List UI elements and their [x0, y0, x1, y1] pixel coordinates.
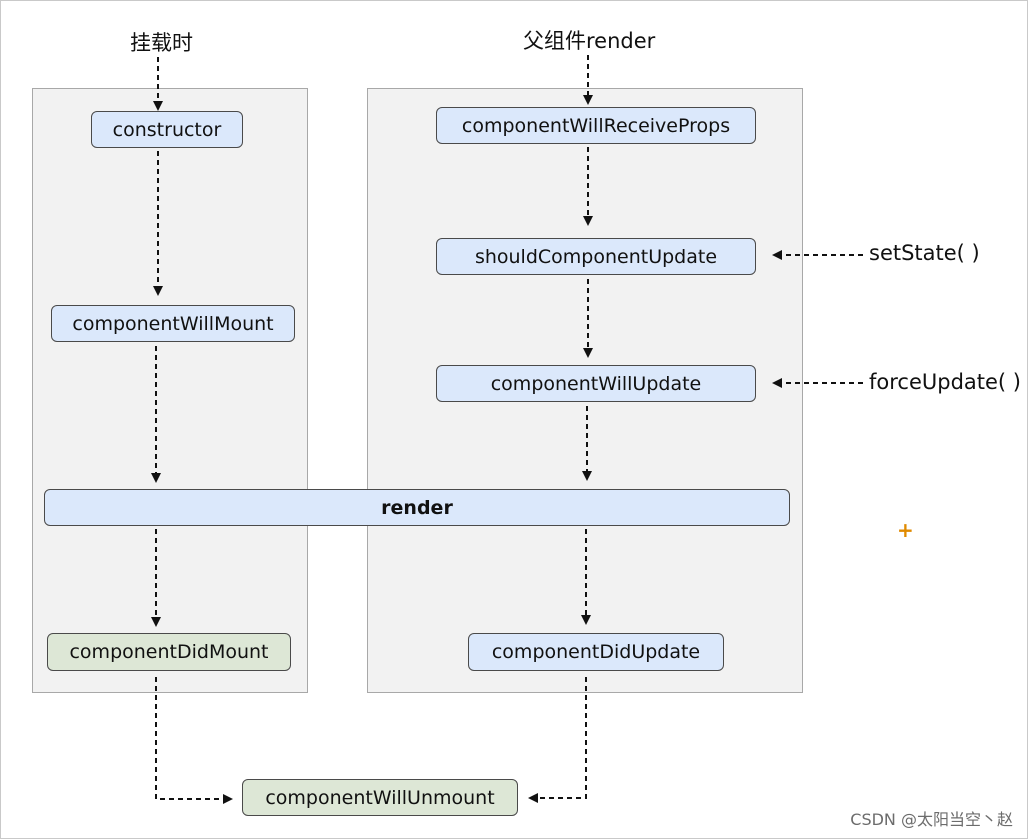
component-will-mount-node: componentWillMount — [51, 305, 295, 342]
update-title: 父组件render — [523, 29, 656, 53]
arrowhead-render-left — [151, 473, 161, 483]
arrowhead-constructor — [153, 101, 163, 111]
component-will-receive-props-node: componentWillReceiveProps — [436, 107, 756, 144]
arrow-did-update-to-unmount — [538, 677, 587, 799]
arrowhead-unmount-right — [528, 793, 538, 803]
arrowhead-will-update — [583, 348, 593, 358]
component-did-update-node: componentDidUpdate — [468, 633, 724, 671]
arrowhead-set-state — [772, 250, 782, 260]
arrowhead-will-mount — [153, 286, 163, 296]
arrowhead-did-update — [581, 615, 591, 625]
csdn-watermark: CSDN @太阳当空丶赵 — [850, 810, 1013, 829]
component-will-unmount-node: componentWillUnmount — [242, 779, 518, 816]
arrowhead-should — [583, 216, 593, 226]
render-node: render — [44, 489, 790, 526]
component-did-mount-node: componentDidMount — [47, 633, 291, 671]
force-update-label: forceUpdate( ) — [869, 370, 1021, 394]
mount-panel — [32, 88, 308, 693]
arrowhead-unmount-left — [223, 794, 233, 804]
should-component-update-node: shouldComponentUpdate — [436, 238, 756, 275]
arrowhead-render-right — [582, 471, 592, 481]
arrow-did-mount-to-unmount — [155, 677, 223, 800]
mount-title: 挂载时 — [130, 31, 193, 55]
constructor-node: constructor — [91, 111, 243, 148]
arrowhead-force-update — [772, 378, 782, 388]
component-will-update-node: componentWillUpdate — [436, 365, 756, 402]
set-state-label: setState( ) — [869, 241, 980, 265]
plus-icon: + — [897, 518, 914, 542]
arrowhead-will-receive — [583, 95, 593, 105]
arrowhead-did-mount — [151, 617, 161, 627]
